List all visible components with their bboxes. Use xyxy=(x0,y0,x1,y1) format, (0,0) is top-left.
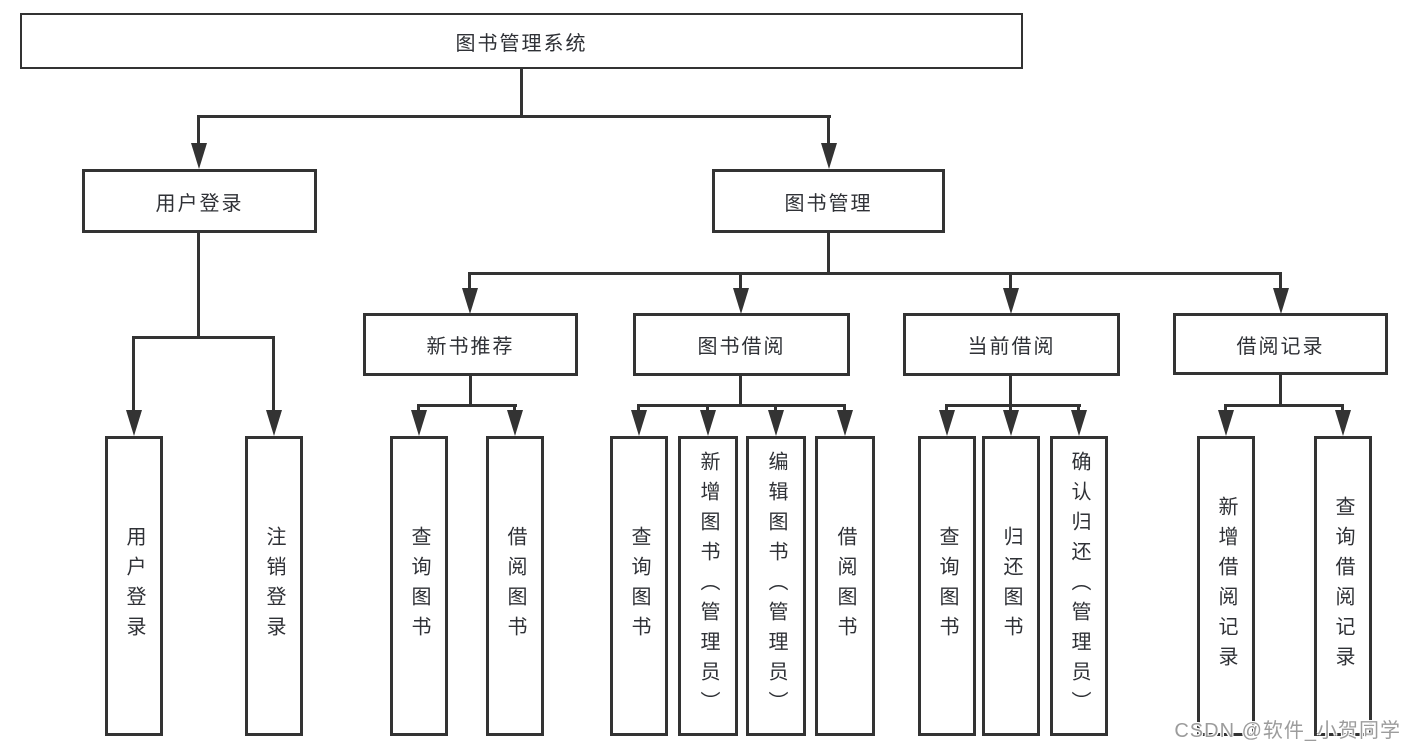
arrow-down-icon xyxy=(462,288,478,314)
leaf-label: 新增借阅记录 xyxy=(1215,496,1237,676)
node-new-book-recommend: 新书推荐 xyxy=(363,313,578,376)
arrow-down-icon xyxy=(507,410,523,436)
node-label: 新书推荐 xyxy=(426,336,515,358)
connector-line xyxy=(1341,404,1344,412)
connector-line xyxy=(1279,272,1282,289)
connector-line xyxy=(637,404,845,407)
arrow-down-icon xyxy=(1003,410,1019,436)
connector-line xyxy=(468,272,471,289)
leaf-label: 新增图书（管理员） xyxy=(697,451,719,721)
leaf-label: 确认归还（管理员） xyxy=(1068,451,1090,721)
connector-line xyxy=(468,272,1282,275)
leaf-label: 注销登录 xyxy=(263,526,285,646)
connector-line xyxy=(945,404,948,412)
connector-line xyxy=(197,115,831,118)
arrow-down-icon xyxy=(733,288,749,314)
leaf-user-login: 用户登录 xyxy=(105,436,163,736)
connector-line xyxy=(197,233,200,339)
node-borrowing-records: 借阅记录 xyxy=(1173,313,1388,375)
leaf-edit-books-admin: 编辑图书（管理员） xyxy=(746,436,806,736)
node-book-management: 图书管理 xyxy=(712,169,945,233)
leaf-label: 编辑图书（管理员） xyxy=(765,451,787,721)
leaf-borrow-books-recommend: 借阅图书 xyxy=(486,436,544,736)
leaf-query-books-current: 查询图书 xyxy=(918,436,976,736)
leaf-return-books: 归还图书 xyxy=(982,436,1040,736)
connector-line xyxy=(774,404,777,412)
arrow-down-icon xyxy=(1273,288,1289,314)
arrow-down-icon xyxy=(1003,288,1019,314)
connector-line xyxy=(739,376,742,407)
leaf-add-books-admin: 新增图书（管理员） xyxy=(678,436,738,736)
arrow-down-icon xyxy=(821,143,837,169)
leaf-label: 借阅图书 xyxy=(504,526,526,646)
connector-line xyxy=(1224,404,1227,412)
node-user-login: 用户登录 xyxy=(82,169,317,233)
arrow-down-icon xyxy=(411,410,427,436)
node-library-management-system: 图书管理系统 xyxy=(20,13,1023,69)
connector-line xyxy=(1224,404,1344,407)
arrow-down-icon xyxy=(1071,410,1087,436)
connector-line xyxy=(1009,404,1012,412)
connector-line xyxy=(417,404,420,412)
arrow-down-icon xyxy=(837,410,853,436)
node-book-borrowing: 图书借阅 xyxy=(633,313,850,376)
leaf-confirm-return-admin: 确认归还（管理员） xyxy=(1050,436,1108,736)
leaf-borrow-books: 借阅图书 xyxy=(815,436,875,736)
arrow-down-icon xyxy=(939,410,955,436)
leaf-label: 查询借阅记录 xyxy=(1332,496,1354,676)
arrow-down-icon xyxy=(191,143,207,169)
leaf-query-books-recommend: 查询图书 xyxy=(390,436,448,736)
connector-line xyxy=(132,336,135,411)
leaf-logout: 注销登录 xyxy=(245,436,303,736)
leaf-label: 查询图书 xyxy=(628,526,650,646)
arrow-down-icon xyxy=(631,410,647,436)
connector-line xyxy=(132,336,275,339)
leaf-query-books-borrowing: 查询图书 xyxy=(610,436,668,736)
connector-line xyxy=(827,115,830,145)
leaf-label: 借阅图书 xyxy=(834,526,856,646)
arrow-down-icon xyxy=(266,410,282,436)
connector-line xyxy=(469,376,472,407)
connector-line xyxy=(706,404,709,412)
arrow-down-icon xyxy=(126,410,142,436)
connector-line xyxy=(827,233,830,275)
connector-line xyxy=(1009,272,1012,289)
connector-line xyxy=(520,69,523,118)
node-label: 图书管理系统 xyxy=(455,32,588,55)
connector-line xyxy=(272,336,275,411)
connector-line xyxy=(1009,376,1012,407)
leaf-label: 用户登录 xyxy=(123,526,145,646)
node-label: 图书管理 xyxy=(784,192,873,215)
node-label: 当前借阅 xyxy=(967,336,1056,358)
connector-line xyxy=(1279,375,1282,407)
connector-line xyxy=(739,272,742,289)
leaf-label: 归还图书 xyxy=(1000,526,1022,646)
arrow-down-icon xyxy=(768,410,784,436)
connector-line xyxy=(197,115,200,145)
connector-line xyxy=(843,404,846,412)
leaf-label: 查询图书 xyxy=(936,526,958,646)
connector-line xyxy=(637,404,640,412)
node-label: 用户登录 xyxy=(155,192,244,215)
arrow-down-icon xyxy=(1218,410,1234,436)
node-label: 图书借阅 xyxy=(697,336,786,358)
arrow-down-icon xyxy=(1335,410,1351,436)
node-current-borrowing: 当前借阅 xyxy=(903,313,1120,376)
connector-line xyxy=(417,404,517,407)
connector-line xyxy=(513,404,516,412)
node-label: 借阅记录 xyxy=(1236,335,1325,358)
csdn-watermark: CSDN @软件_小贺同学 xyxy=(1174,720,1401,742)
leaf-add-borrow-record: 新增借阅记录 xyxy=(1197,436,1255,736)
leaf-label: 查询图书 xyxy=(408,526,430,646)
connector-line xyxy=(945,404,1081,407)
leaf-query-borrow-record: 查询借阅记录 xyxy=(1314,436,1372,736)
connector-line xyxy=(1077,404,1080,412)
arrow-down-icon xyxy=(700,410,716,436)
